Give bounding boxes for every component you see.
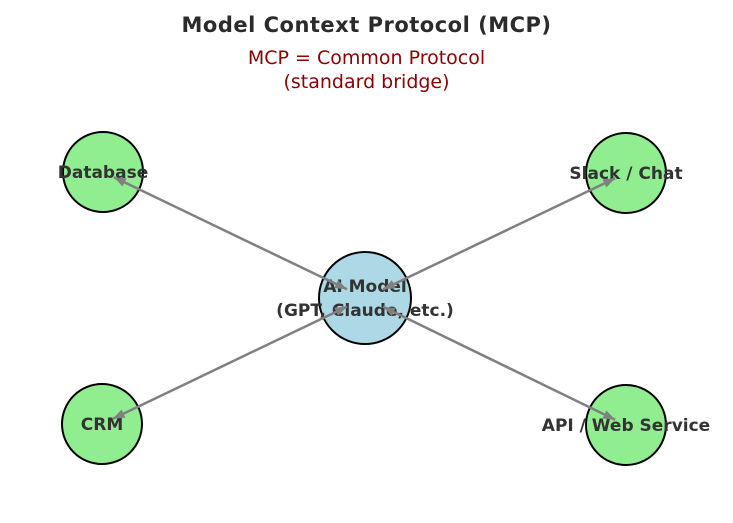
- subtitle-line-2: (standard bridge): [283, 71, 450, 93]
- edge-center-api: [382, 305, 616, 421]
- edge-center-slack: [382, 177, 616, 291]
- page-subtitle: MCP = Common Protocol (standard bridge): [0, 46, 733, 94]
- node-label-slack: Slack / Chat: [569, 164, 682, 184]
- node-circle-ai-model: [318, 251, 412, 345]
- page-title: Model Context Protocol (MCP): [181, 13, 552, 37]
- node-label-ai-model-line1: AI Model: [323, 277, 407, 297]
- node-label-ai-model-line2: (GPT, Claude, etc.): [276, 301, 454, 321]
- edge-center-crm: [112, 305, 348, 420]
- subtitle-line-1: MCP = Common Protocol: [247, 47, 486, 69]
- node-label-database: Database: [58, 163, 148, 183]
- node-label-crm: CRM: [81, 415, 123, 435]
- node-label-api: API / Web Service: [542, 416, 710, 436]
- edge-center-database: [113, 176, 348, 291]
